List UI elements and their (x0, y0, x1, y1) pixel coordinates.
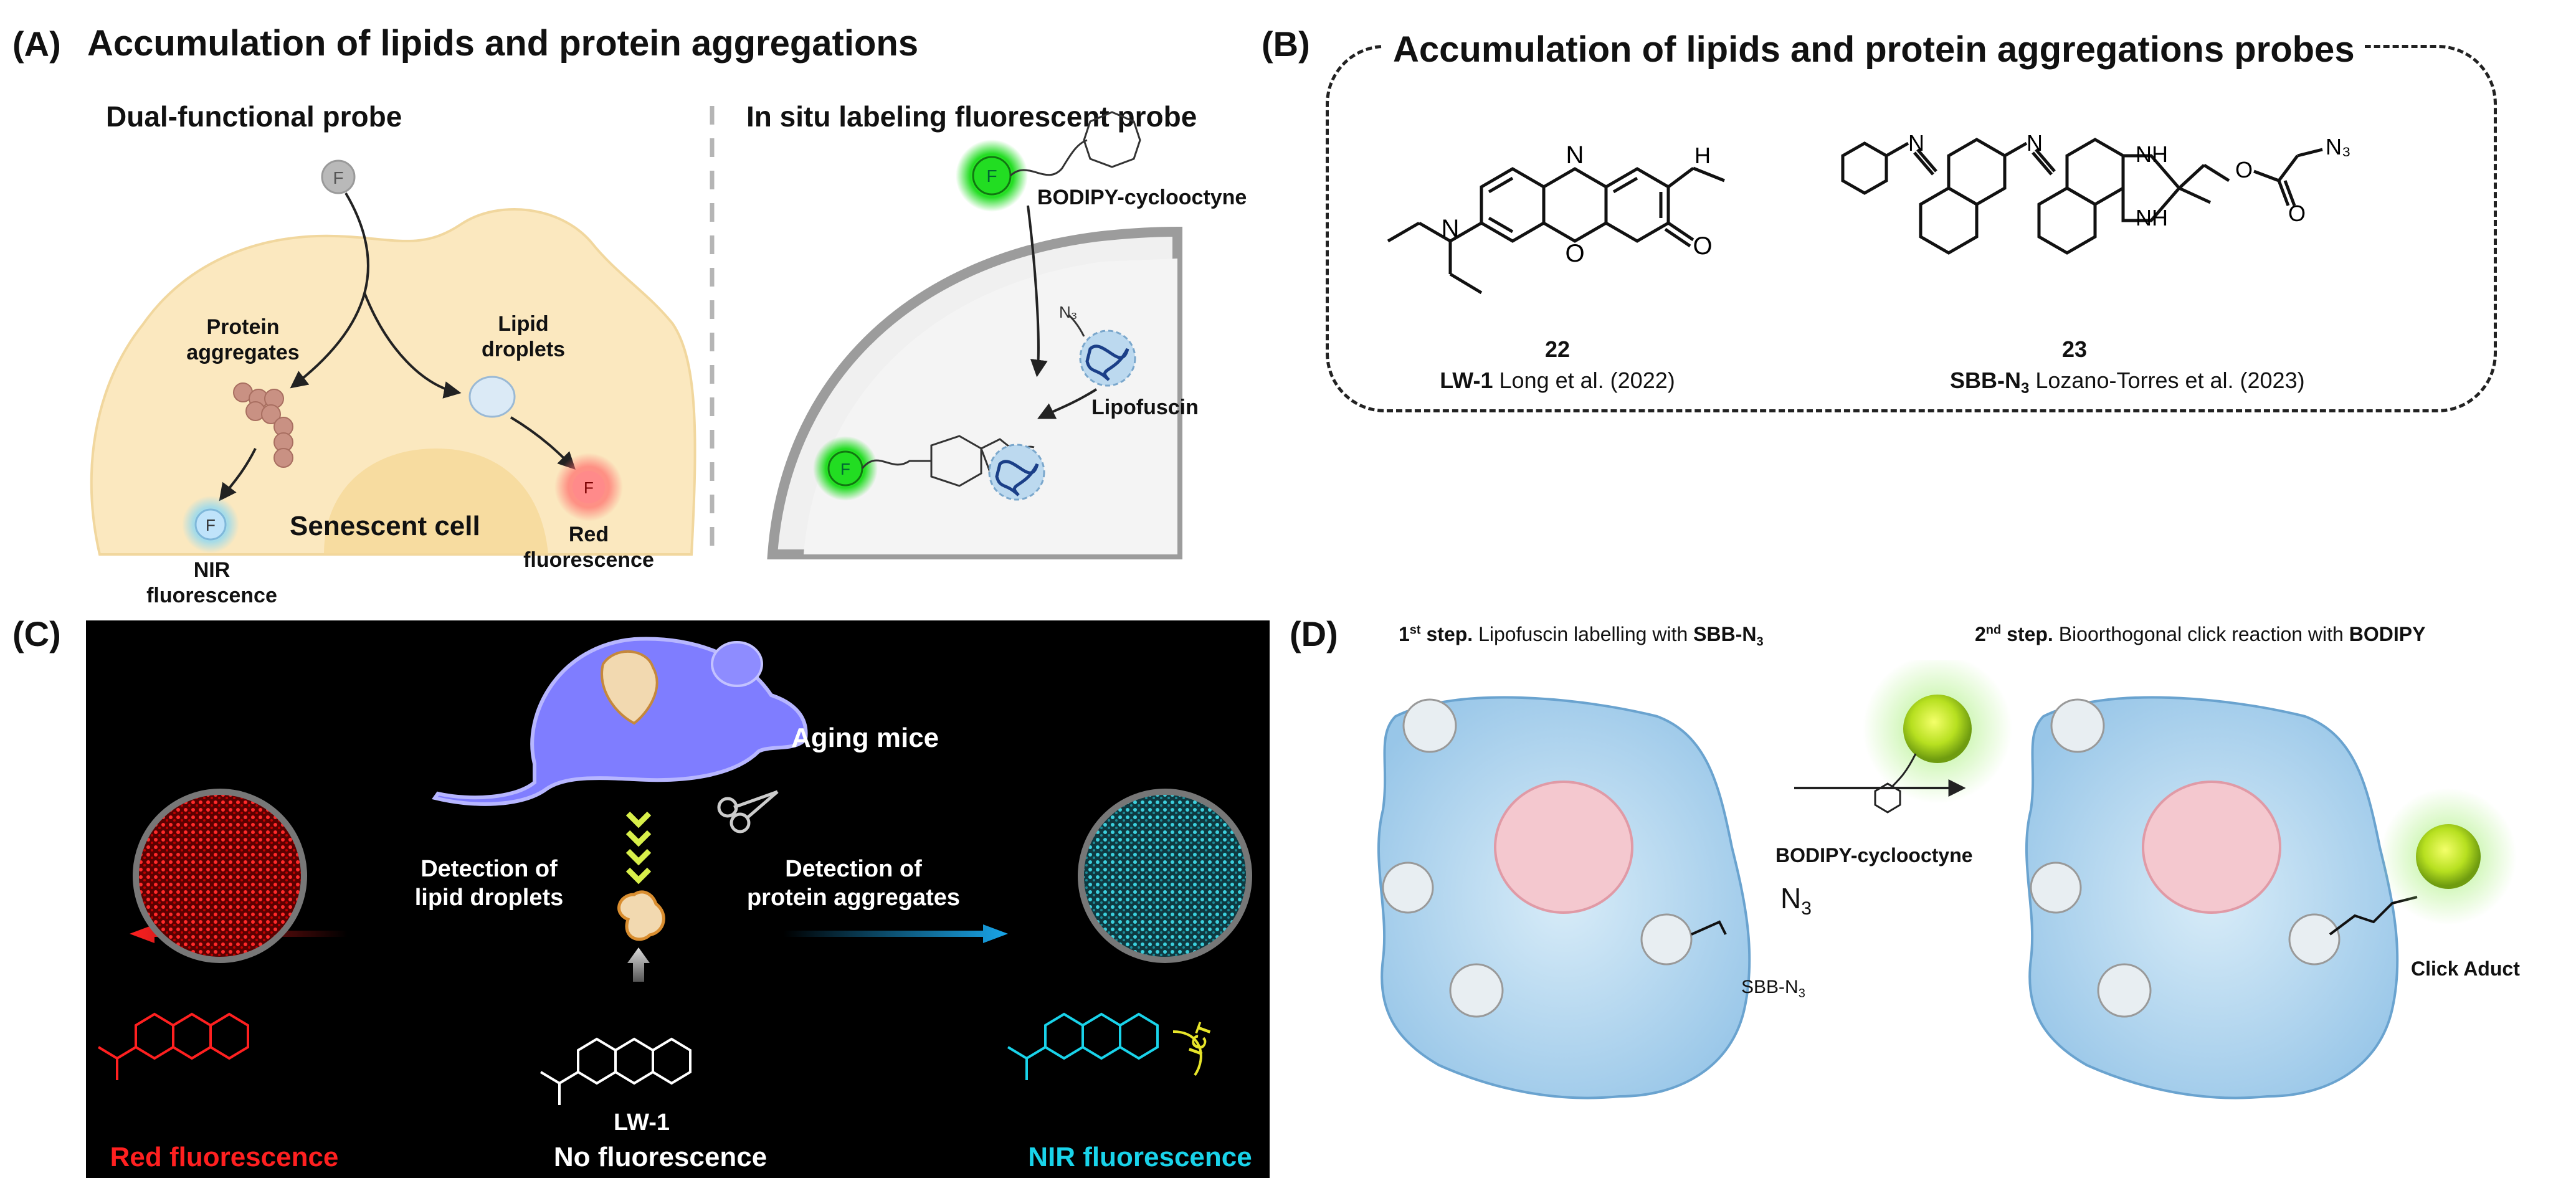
scissors-icon (717, 790, 779, 833)
cyan-arrow (784, 924, 1008, 943)
lipid-droplets-label: Lipid droplets (481, 312, 566, 361)
lipofuscin-label: Lipofuscin (1091, 396, 1199, 419)
chevrons-down-icon (625, 811, 652, 885)
svg-text:N: N (1908, 130, 1924, 156)
dual-probe-subtitle: Dual-functional probe (106, 100, 402, 133)
step2-caption: 2nd step. Bioorthogonal click reaction w… (1975, 623, 2426, 645)
azide-label: N₃ (1059, 303, 1077, 321)
red-fluorescence-label: Red fluorescence (523, 523, 654, 572)
bodipy-cyclooctyne-label: BODIPY-cyclooctyne (1037, 186, 1247, 209)
bodipy-sphere-icon (1903, 695, 1972, 763)
panel-b-title: Accumulation of lipids and protein aggre… (1383, 29, 2365, 70)
lipofuscin-granules-step2 (2030, 698, 2341, 1018)
ict-label: ICT (1184, 1020, 1217, 1058)
lipid-droplet-icon (468, 376, 516, 418)
compound-23-structure (1841, 138, 2323, 255)
reaction-arrow-label: BODIPY-cyclooctyne (1775, 844, 1973, 866)
panel-a-diagram: F F F F N₃ F (90, 106, 1182, 559)
bodipy-adduct-icon (2416, 824, 2481, 889)
nir-fluorescence-label: NIR fluorescence (146, 558, 277, 607)
compound-22-structure (1387, 166, 1725, 295)
svg-text:N: N (1442, 215, 1460, 242)
compound-22-name: LW-1 (1440, 368, 1493, 393)
panel-a-letter: (A) (12, 24, 61, 64)
click-adduct-label: Click Aduct (2411, 957, 2520, 980)
nir-tissue-image (1078, 789, 1252, 963)
detect-protein-label: Detection of protein aggregates (746, 856, 961, 911)
cyclooctyne-icon (1083, 111, 1141, 168)
senescent-cell-shape (90, 208, 696, 556)
svg-text:O: O (1693, 232, 1712, 260)
svg-text:N: N (2027, 130, 2043, 156)
compound-23-name: SBB-N3 (1950, 368, 2030, 397)
svg-text:O: O (1565, 240, 1584, 267)
svg-text:O: O (2235, 157, 2253, 183)
svg-text:F: F (584, 478, 594, 497)
panel-c-letter: (C) (12, 614, 61, 653)
nucleus-shape (324, 449, 548, 554)
triazole-product-icon (930, 435, 982, 487)
compound-23-cite: Lozano-Torres et al. (2023) (2029, 368, 2305, 393)
panel-d-letter: (D) (1290, 614, 1338, 653)
svg-text:NH: NH (2136, 205, 2168, 230)
lw1-red-structure (97, 1012, 249, 1080)
protein-aggregate-icon (233, 382, 293, 468)
panel-b-structures: N O N H O N N NH NH O O N₃ (1387, 130, 2351, 295)
probe-grey-icon (321, 159, 356, 194)
compound-23-number: 23 (2061, 336, 2088, 362)
nucleus-step2-icon (2142, 781, 2281, 914)
compound-22-caption: LW-1 Long et al. (2022) (1427, 368, 1688, 394)
no-fluorescence-label: No fluorescence (553, 1142, 768, 1172)
probe-grey-letter: F (333, 168, 343, 188)
compound-22-cite: Long et al. (2022) (1493, 368, 1675, 393)
detect-lipid-label: Detection of lipid droplets (414, 856, 564, 911)
panel-d-diagram (1377, 660, 2517, 1099)
n3-label: N3 (1780, 882, 1812, 919)
lw1-cyan-structure (1007, 1012, 1202, 1080)
aging-mice-label: Aging mice (791, 723, 939, 753)
red-tissue-image (133, 789, 307, 963)
lw1-white-structure (539, 1037, 692, 1105)
svg-text:F: F (206, 516, 216, 534)
svg-text:F: F (986, 166, 997, 186)
svg-text:F: F (840, 460, 850, 478)
grey-up-arrow (627, 947, 650, 982)
aging-mouse-icon (431, 637, 808, 806)
panel-a-title: Accumulation of lipids and protein aggre… (87, 23, 919, 64)
step1-caption: 1st step. Lipofuscin labelling with SBB-… (1399, 623, 1764, 649)
lw1-label: LW-1 (613, 1109, 670, 1136)
lipofuscin-granules-step1 (1382, 698, 1693, 1018)
panel-b-letter: (B) (1262, 24, 1310, 64)
sbb-n3-label: SBB-N3 (1741, 977, 1805, 1000)
senescent-cell-label: Senescent cell (290, 511, 480, 541)
probe-red-icon (573, 471, 605, 503)
nir-fluorescence-caption: NIR fluorescence (1028, 1142, 1252, 1172)
red-fluorescence-caption: Red fluorescence (110, 1142, 339, 1172)
svg-text:O: O (2288, 201, 2306, 226)
compound-23-caption: SBB-N3 Lozano-Torres et al. (2023) (1950, 368, 2324, 397)
svg-text:NH: NH (2136, 141, 2168, 167)
protein-aggregates-label: Protein aggregates (186, 315, 300, 364)
panel-c-diagram: ICT (97, 637, 1252, 1105)
svg-text:H: H (1694, 143, 1711, 168)
probe-nir-icon (194, 508, 227, 541)
brain-tissue-icon (617, 890, 665, 941)
compound-22-number: 22 (1544, 336, 1571, 362)
svg-text:N: N (1566, 141, 1584, 169)
nucleus-step1-icon (1494, 781, 1633, 914)
svg-text:N₃: N₃ (2326, 134, 2351, 159)
